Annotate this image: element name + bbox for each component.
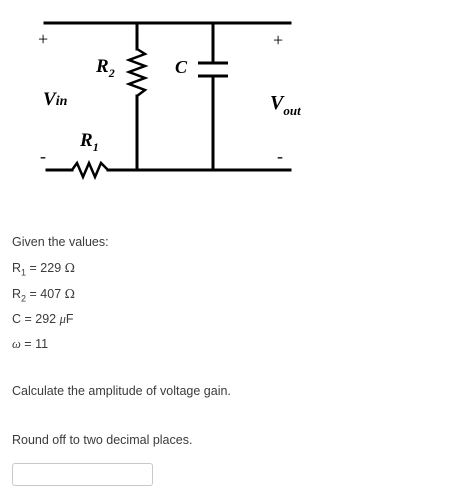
- plus-right: +: [273, 30, 283, 50]
- r2-resistor-symbol: [125, 47, 149, 97]
- ohm-unit: Ω: [64, 286, 75, 301]
- vout-sub: out: [283, 103, 301, 118]
- r1-symbol: R: [12, 261, 22, 275]
- vin-sub: in: [56, 94, 68, 109]
- ohm-unit: Ω: [64, 260, 75, 275]
- omega-equals: = 11: [20, 337, 49, 351]
- plus-left: +: [38, 29, 48, 49]
- r2-value: R2 = 407 Ω: [12, 286, 75, 307]
- r2-sub: 2: [108, 66, 115, 80]
- vout-main: V: [270, 92, 285, 114]
- minus-left: -: [40, 146, 46, 166]
- minus-right: -: [277, 146, 283, 166]
- r1-sub: 1: [93, 140, 99, 154]
- micro-symbol: μ: [59, 312, 66, 326]
- given-values-heading: Given the values:: [12, 235, 109, 249]
- c-value: C = 292 μF: [12, 311, 74, 327]
- question-prompt: Calculate the amplitude of voltage gain.: [12, 384, 231, 398]
- vin-label: Vin: [43, 89, 68, 110]
- r1-resistor-symbol: [70, 159, 109, 181]
- r2-subscript: 2: [21, 293, 27, 304]
- omega-symbol: ω: [12, 337, 21, 351]
- answer-input[interactable]: [12, 463, 153, 486]
- r2-symbol: R: [12, 287, 22, 301]
- r1-label: R1: [79, 130, 99, 154]
- omega-value: ω = 11: [12, 336, 48, 352]
- rounding-instruction: Round off to two decimal places.: [12, 433, 193, 447]
- r2-label: R2: [95, 56, 115, 80]
- vout-label: Vout: [270, 92, 301, 118]
- r1-main: R: [79, 130, 93, 151]
- r1-subscript: 1: [21, 267, 27, 278]
- circuit-diagram: + + - - Vin Vout R2 C R1: [38, 21, 301, 181]
- r2-main: R: [95, 56, 109, 77]
- farad-unit: F: [65, 312, 74, 326]
- r2-equals: = 407: [26, 287, 65, 301]
- c-equals: C = 292: [12, 312, 60, 326]
- vin-main: V: [43, 89, 57, 110]
- c-label: C: [175, 57, 188, 77]
- r1-equals: = 229: [26, 261, 65, 275]
- r1-value: R1 = 229 Ω: [12, 260, 75, 281]
